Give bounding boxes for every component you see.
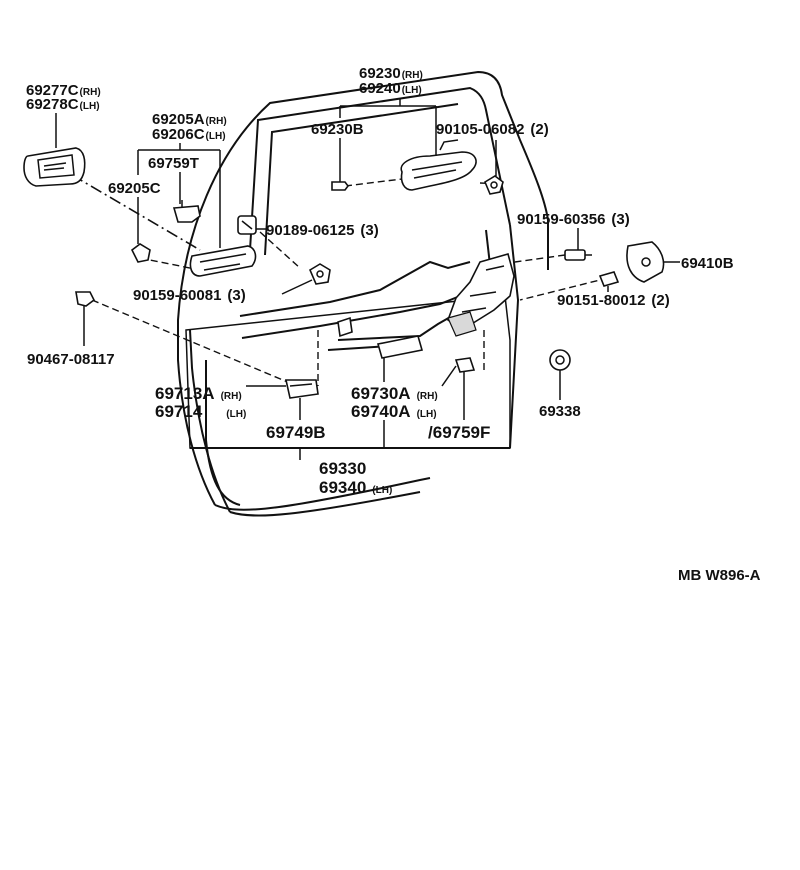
clip-69759F-part (454, 357, 476, 373)
label-69330: 69330 (319, 459, 366, 478)
label-90467: 90467-08117 (27, 351, 115, 368)
label-69278C: 69278C(LH) (26, 96, 100, 113)
label-69206C: 69206C(LH) (152, 126, 226, 143)
label-69730A: 69730A(RH) (351, 384, 438, 403)
label-69340: 69340(LH) (319, 478, 392, 497)
screw-90105-part (483, 175, 504, 195)
label-69205C: 69205C (108, 180, 161, 197)
leader-dashed-lines (71, 174, 609, 386)
screw-90159-60356-part (564, 249, 592, 261)
clip-90467-part (75, 291, 96, 307)
label-90159-60356: 90159-60356(3) (517, 211, 630, 228)
leader-lines (55, 98, 680, 460)
inside-handle-bezel-part (23, 147, 86, 187)
label-69338: 69338 (539, 403, 581, 420)
diagram-code: MB W896-A (678, 567, 761, 584)
label-69205A: 69205A(RH) (152, 111, 227, 128)
door-lock-assembly-part (447, 253, 515, 337)
clip-69205C-part (172, 200, 201, 223)
bolt-lower-part (130, 243, 151, 263)
grommet-part (549, 349, 571, 371)
label-69230B: 69230B (311, 121, 364, 138)
outside-door-handle-part (400, 139, 477, 191)
part-labels: 69277C(RH) 69278C(LH) 69230(RH) 69240(LH… (26, 65, 761, 584)
screw-90151-part (598, 271, 620, 287)
inside-handle-part (189, 245, 257, 277)
label-69759F: /69759F (428, 423, 490, 442)
label-69713A: 69713A(RH) (155, 384, 242, 403)
label-90189: 90189-06125(3) (266, 222, 379, 239)
handle-pin-part (331, 181, 349, 191)
label-69277C: 69277C(RH) (26, 82, 101, 99)
label-69240: 69240(LH) (359, 80, 422, 97)
striker-part (626, 241, 665, 283)
label-69759T: 69759T (148, 155, 199, 172)
door-outline (177, 70, 549, 517)
lock-link-part (337, 316, 424, 359)
bolt-90159-60081-part (308, 263, 331, 285)
label-69714: 69714(LH) (155, 402, 246, 421)
label-90151: 90151-80012(2) (557, 292, 670, 309)
label-90105: 90105-06082(2) (436, 121, 549, 138)
lock-rods-part (239, 260, 471, 351)
label-69740A: 69740A(LH) (351, 402, 437, 421)
label-69230: 69230(RH) (359, 65, 423, 82)
clip-90189-part (237, 215, 257, 235)
label-69410B: 69410B (681, 255, 734, 272)
lock-bracket-part (285, 379, 319, 399)
label-90159-60081: 90159-60081(3) (133, 287, 246, 304)
label-69749B: 69749B (266, 423, 326, 442)
